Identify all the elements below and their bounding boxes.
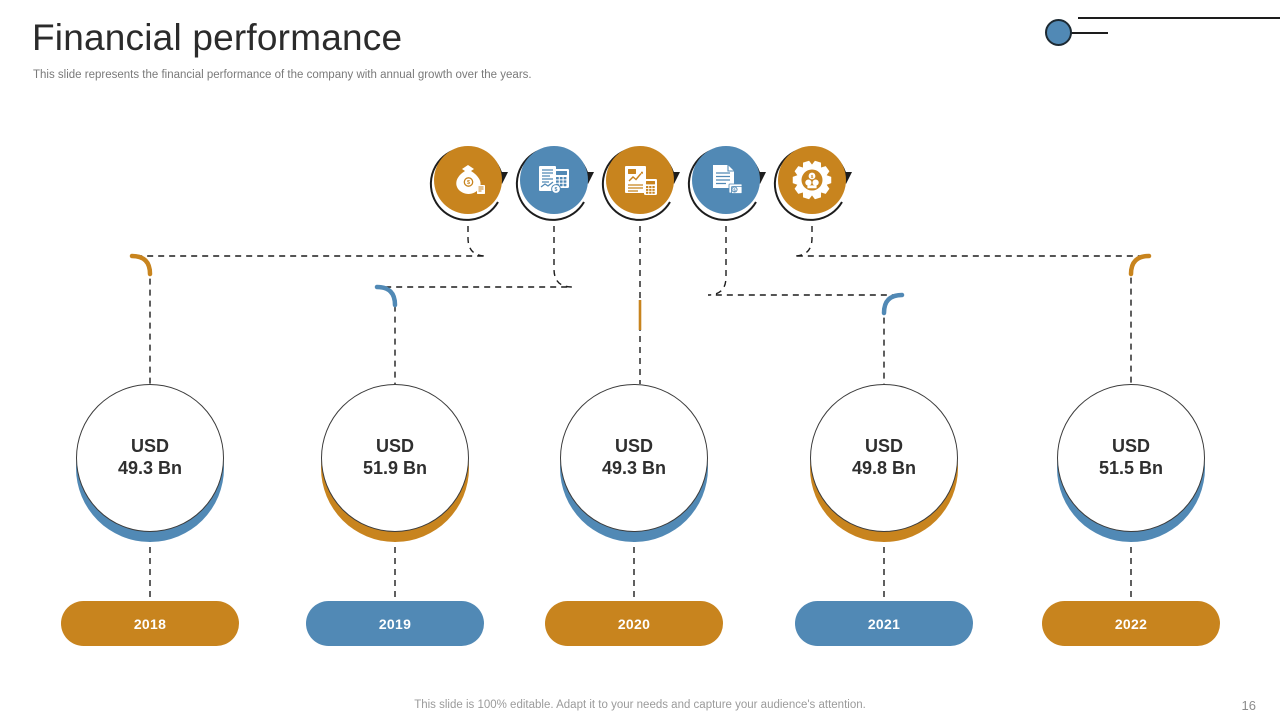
year-pill-2020[interactable]: 2020 xyxy=(545,601,723,646)
icon-node-2020[interactable] xyxy=(600,140,680,221)
footer-note: This slide is 100% editable. Adapt it to… xyxy=(414,699,866,711)
icon-node-2022[interactable]: $ xyxy=(772,140,852,221)
icon-node-2018[interactable]: $ xyxy=(428,140,508,221)
svg-text:$: $ xyxy=(811,174,814,179)
icon-node-2021[interactable]: $ xyxy=(686,140,766,221)
decor-dot-icon xyxy=(1045,19,1072,46)
svg-text:$: $ xyxy=(733,187,736,192)
year-pill-2019[interactable]: 2019 xyxy=(306,601,484,646)
decor-line-short xyxy=(1070,32,1108,34)
icon-node-2019[interactable]: $ xyxy=(514,140,594,221)
invoice-calculator-icon: $ xyxy=(520,146,588,214)
svg-text:$: $ xyxy=(467,180,470,186)
financial-report-chart-icon xyxy=(606,146,674,214)
page-subtitle: This slide represents the financial perf… xyxy=(33,69,532,81)
process-icon-row: $ $ $ $ xyxy=(0,140,1280,226)
gear-coins-icon: $ xyxy=(778,146,846,214)
svg-text:$: $ xyxy=(555,187,558,193)
value-currency: USD xyxy=(130,436,169,457)
year-pill-2021[interactable]: 2021 xyxy=(795,601,973,646)
value-currency: USD xyxy=(1111,436,1150,457)
page-number: 16 xyxy=(1241,698,1256,713)
document-money-icon: $ xyxy=(692,146,760,214)
money-bag-icon: $ xyxy=(434,146,502,214)
year-pill-2022[interactable]: 2022 xyxy=(1042,601,1220,646)
value-currency: USD xyxy=(614,436,653,457)
value-currency: USD xyxy=(864,436,903,457)
decor-line-long xyxy=(1078,17,1280,19)
value-amount: 49.3 Bn xyxy=(117,458,183,478)
value-amount: 49.8 Bn xyxy=(851,458,917,478)
value-amount: 49.3 Bn xyxy=(601,458,667,478)
value-amount: 51.5 Bn xyxy=(1098,458,1164,478)
value-currency: USD xyxy=(375,436,414,457)
year-pill-2018[interactable]: 2018 xyxy=(61,601,239,646)
page-title: Financial performance xyxy=(32,17,403,58)
value-amount: 51.9 Bn xyxy=(362,458,428,478)
